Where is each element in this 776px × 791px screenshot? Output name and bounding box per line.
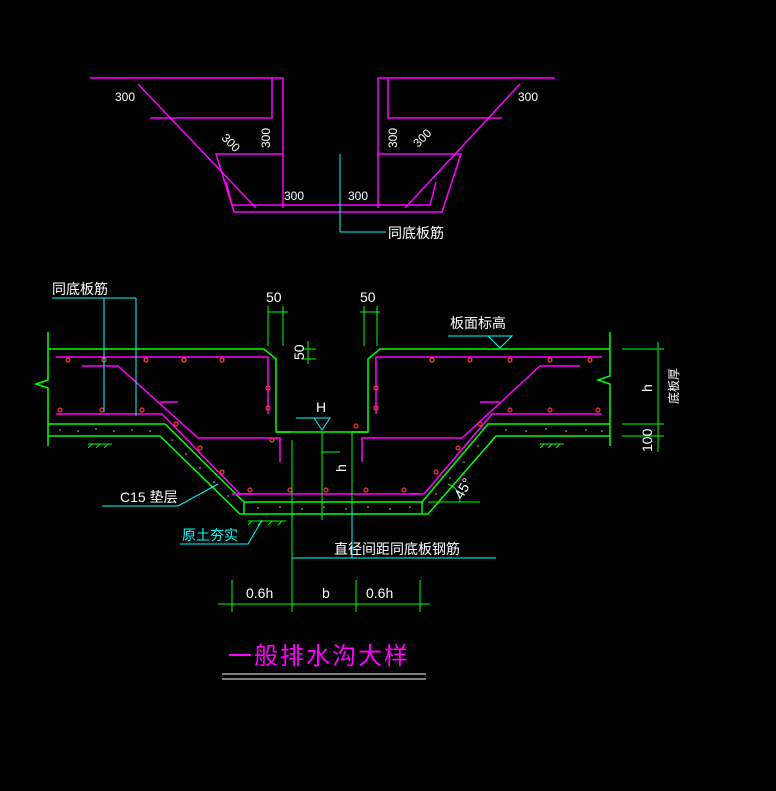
top-note-same-rebar: 同底板筋 — [388, 225, 444, 241]
slab-top-line — [48, 348, 290, 433]
dim-06h-right: 0.6h — [366, 585, 393, 601]
top-rebar-right — [375, 356, 602, 414]
slab-bottom-line — [48, 423, 610, 503]
top-dim-labels: 300 300 300 300 300 300 300 300 同底板筋 — [115, 90, 538, 241]
note-same-bottom-rebar: 同底板筋 — [52, 281, 108, 297]
title-underline — [222, 673, 426, 680]
concrete-outline — [33, 332, 611, 515]
bottom-rebar-u — [225, 181, 437, 206]
inner-rebar-right-diag — [404, 83, 521, 209]
rebar-note-label: 直径间距同底板钢筋 — [334, 541, 460, 557]
h-elevation-marker — [296, 417, 331, 431]
outer-rebar-line — [90, 77, 555, 213]
dim-100: 100 — [639, 428, 655, 452]
top-leader — [339, 154, 386, 233]
slab-thickness-label: 底板厚 — [666, 368, 681, 404]
angle-45-label: 45° — [451, 475, 475, 501]
bent-bar-right — [361, 365, 580, 462]
cushion-layer-label: C15 垫层 — [120, 489, 178, 505]
inner-rebar-left-diag — [137, 83, 257, 209]
leader-soil — [180, 519, 263, 545]
cushion-outer-line — [48, 435, 610, 515]
right-break — [595, 332, 611, 446]
dim-300-bottom-left: 300 — [284, 189, 304, 203]
dim-300-right-diag: 300 — [410, 126, 434, 150]
dim-300-right-top: 300 — [518, 90, 538, 104]
rebar-dots — [57, 357, 601, 493]
section-rebars — [56, 356, 602, 495]
top-rebar-detail — [90, 77, 555, 213]
slab-top-elevation: 板面标高 — [450, 315, 506, 331]
soil-hatch — [87, 443, 564, 526]
inner-rebar-right — [387, 78, 502, 119]
dim-300-left-vert: 300 — [259, 128, 273, 148]
dim-h-right: h — [639, 384, 655, 392]
slab-elevation-marker — [448, 335, 514, 349]
drawing-title: 一般排水沟大样 — [228, 643, 410, 670]
dim-300-left-top: 300 — [115, 90, 135, 104]
dim-b: b — [322, 585, 330, 601]
section-labels: 同底板筋 50 50 50 板面标高 底板厚 h 100 H h C15 垫层 … — [52, 281, 681, 601]
leader-c15 — [102, 483, 219, 507]
cushion-hatch — [59, 428, 603, 510]
inner-rebar-left — [150, 78, 273, 119]
dim-50-right: 50 — [360, 289, 376, 305]
bent-bar-left — [82, 365, 281, 462]
dim-50-vertical: 50 — [291, 344, 307, 360]
leader-same-rebar — [52, 297, 105, 412]
left-break — [33, 332, 49, 446]
dim-300-bottom-right: 300 — [348, 189, 368, 203]
compacted-soil-label: 原土夯实 — [182, 527, 238, 543]
elevation-markers — [296, 335, 514, 431]
dim-h-inner: h — [333, 464, 349, 472]
top-rebar-left — [56, 356, 269, 414]
leader-lines — [52, 297, 496, 559]
dim-H: H — [316, 399, 326, 415]
dim-300-right-vert: 300 — [386, 128, 400, 148]
dim-300-left-diag: 300 — [219, 131, 243, 155]
dim-50-left: 50 — [266, 289, 282, 305]
dimension-lines — [218, 306, 664, 612]
dim-06h-left: 0.6h — [246, 585, 273, 601]
bottom-rebar-left — [56, 413, 252, 495]
